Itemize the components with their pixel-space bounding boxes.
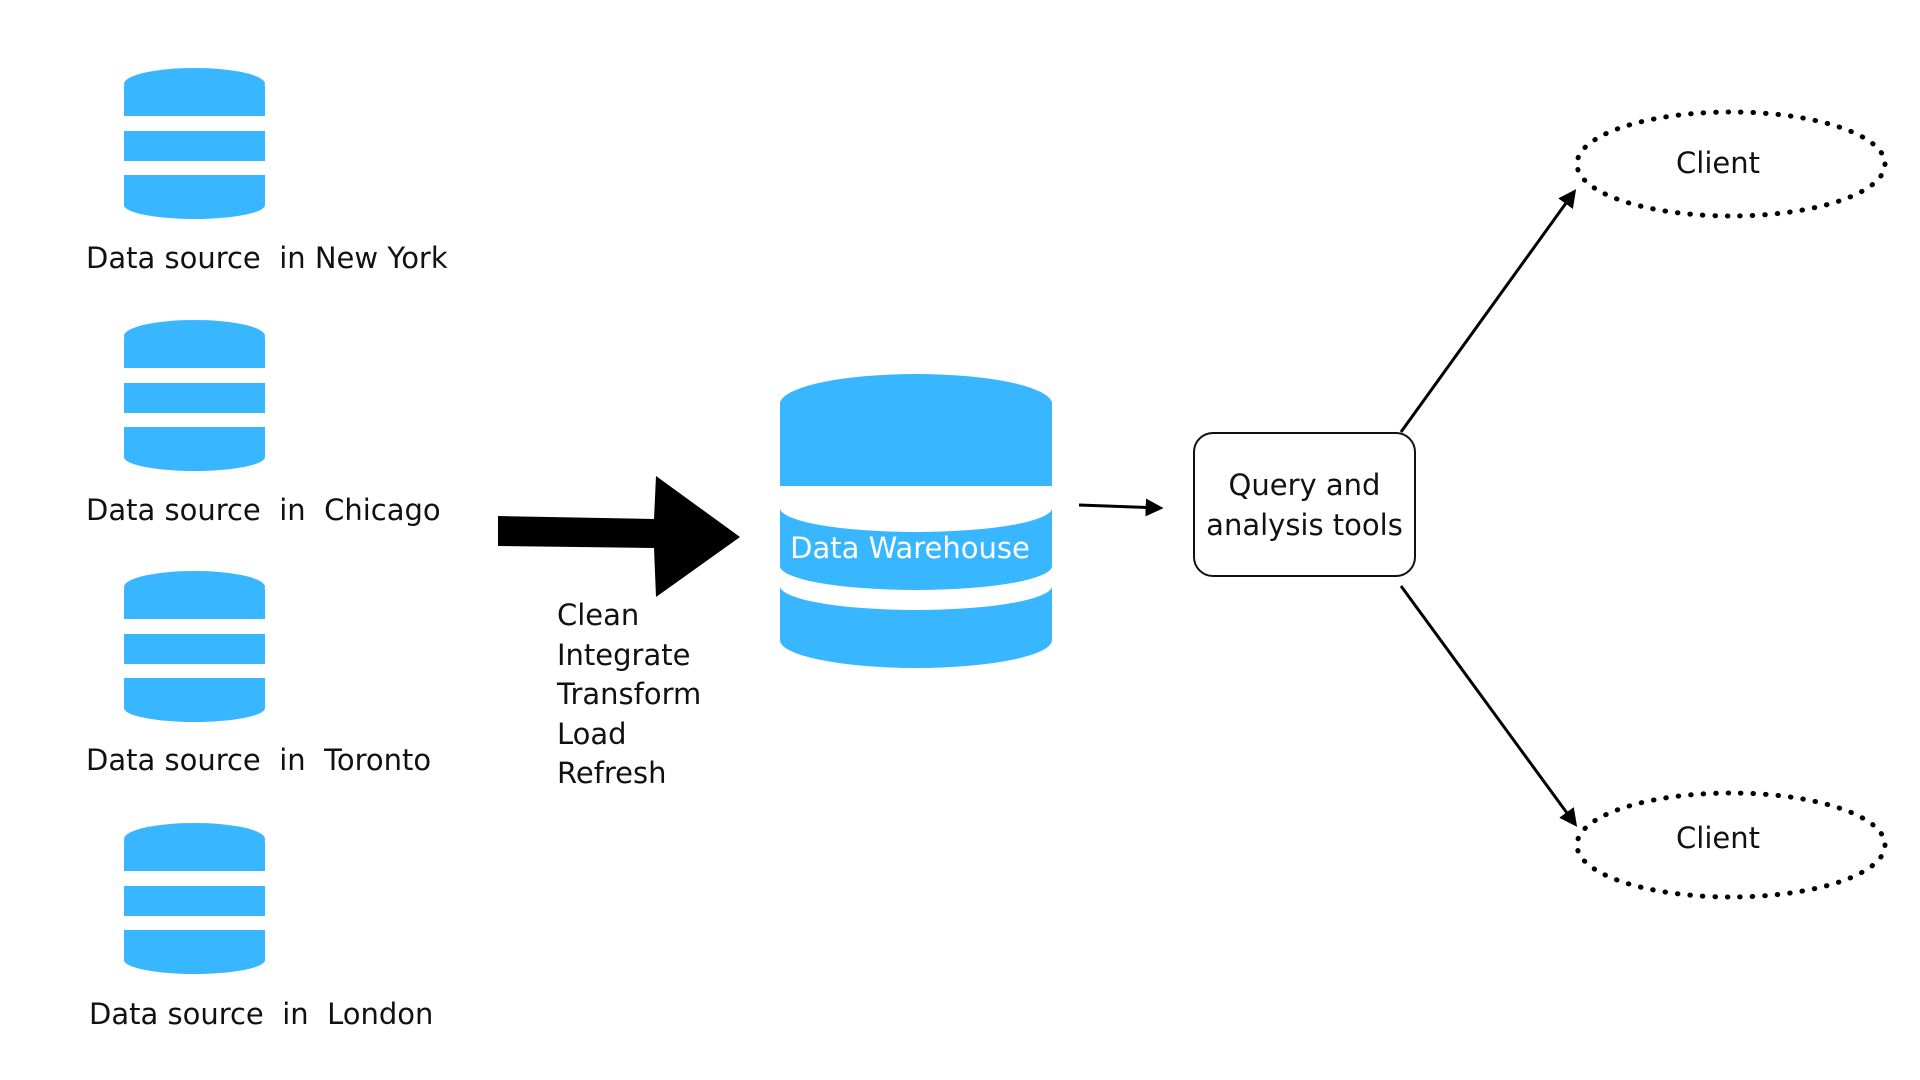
client-bottom-ellipse [1574,790,1888,900]
warehouse-label: Data Warehouse [790,531,1030,565]
etl-step-refresh: Refresh [557,756,667,790]
warehouse-database-icon [780,374,1052,668]
etl-step-integrate: Integrate [557,637,691,672]
source-label-london: Data source in London [89,997,434,1031]
query-tools-line-1: Query and [1228,467,1381,502]
etl-step-load: Load [557,716,627,751]
etl-step-transform: Transform [557,677,702,711]
query-tools-line-2: analysis tools [1206,507,1403,542]
etl-step-clean: Clean [557,598,640,632]
client-label-top: Client [1676,146,1760,180]
source-label-toronto: Data source in Toronto [86,743,432,777]
client-label-bottom: Client [1676,821,1760,855]
warehouse-to-tools-arrow [1078,498,1164,517]
tools-to-client-top-arrow [1399,189,1577,433]
database-icon-toronto [124,571,265,722]
etl-steps-list: Clean Integrate Transform Load Refresh [557,596,757,794]
client-top-ellipse [1574,109,1888,219]
source-label-new-york: Data source in New York [86,241,448,275]
query-tools-box: Query and analysis tools [1193,432,1416,577]
database-icon-chicago [124,320,265,471]
source-label-chicago: Data source in Chicago [86,493,441,527]
tools-to-client-bottom-arrow [1399,585,1578,827]
database-icon-new-york [124,68,265,219]
database-icon-london [124,823,265,974]
etl-arrow [498,476,740,597]
